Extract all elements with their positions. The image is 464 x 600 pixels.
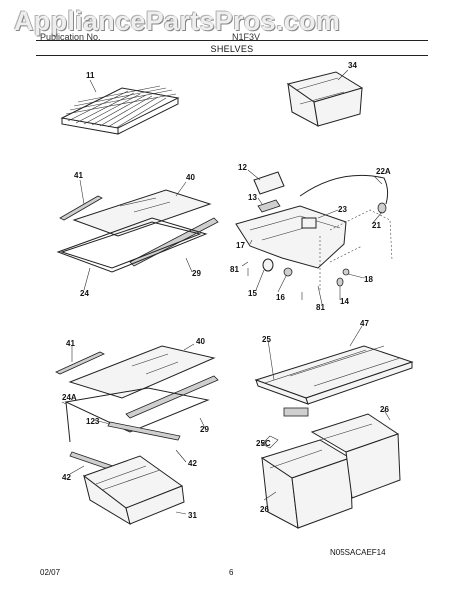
meat-pan	[69, 451, 185, 526]
callout-label: 11	[86, 71, 95, 80]
section-title: SHELVES	[210, 44, 254, 54]
callout-label: 13	[248, 193, 257, 202]
callout-label: 40	[186, 173, 195, 182]
crisper-drawer-left	[260, 439, 353, 529]
callout-label: 47	[360, 319, 369, 328]
callout-label: 22A	[376, 167, 391, 176]
callout-label: 25C	[256, 439, 271, 448]
callout-label: 16	[276, 293, 285, 302]
header-rule-bottom	[36, 55, 428, 56]
callout-label: 26	[380, 405, 389, 414]
callout-label: 41	[66, 339, 75, 348]
callout-label: 24	[80, 289, 89, 298]
callout-label: 41	[74, 171, 83, 180]
crisper-drawer-right	[310, 413, 401, 499]
wire-shelf	[60, 85, 180, 135]
crisper-cover	[254, 345, 414, 449]
callout-label: 14	[340, 297, 349, 306]
drawing-code: N05SACAEF14	[330, 548, 386, 557]
callout-label: 23	[338, 205, 347, 214]
callout-label: 31	[188, 511, 197, 520]
callout-label: 24A	[62, 393, 77, 402]
callout-label: 42	[62, 473, 71, 482]
callout-label: 81	[230, 265, 239, 274]
glass-shelf-upper	[56, 189, 219, 273]
footer-date: 02/07	[40, 568, 61, 577]
callout-label: 18	[364, 275, 373, 284]
callout-label: 12	[238, 163, 247, 172]
callout-label: 29	[200, 425, 209, 434]
publication-label: Publication No.	[40, 32, 101, 42]
callout-label: 40	[196, 337, 205, 346]
callout-label: 17	[236, 241, 245, 250]
callout-label: 42	[188, 459, 197, 468]
header-rule-top	[36, 40, 428, 41]
callout-label: 29	[192, 269, 201, 278]
page-number: 6	[229, 568, 234, 577]
callout-label: 26	[260, 505, 269, 514]
air-control-assembly	[235, 171, 393, 300]
callout-label: 123	[86, 417, 100, 426]
callout-label: 21	[372, 221, 381, 230]
callout-label: 15	[248, 289, 257, 298]
model-number: N1F3V	[232, 32, 261, 42]
snack-drawer	[286, 71, 364, 127]
watermark: AppliancePartsPros.com	[14, 6, 341, 36]
glass-shelf-lower	[55, 345, 219, 443]
callout-label: 81	[316, 303, 325, 312]
callout-label: 25	[262, 335, 271, 344]
callout-label: 34	[348, 61, 357, 70]
